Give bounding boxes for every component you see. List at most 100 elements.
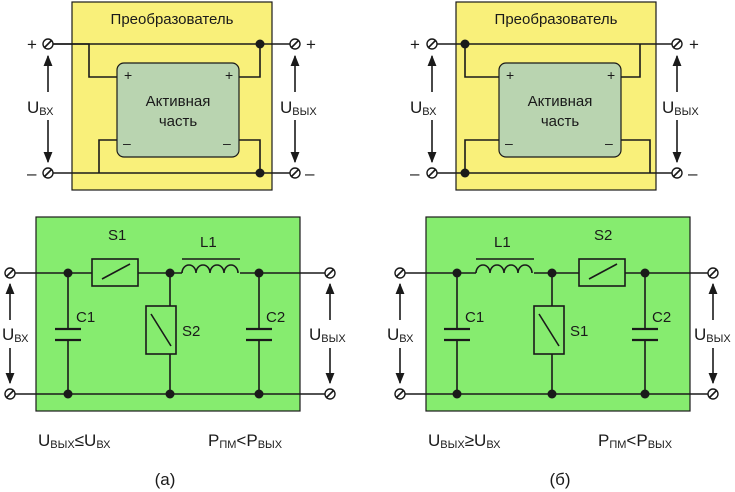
buck-circuit-a: S1 L1 S2 C1 — [0, 216, 363, 412]
active-plus-out: + — [607, 67, 615, 83]
active-minus-out: – — [605, 135, 613, 151]
boost-circuit-b: L1 S2 S1 C1 — [384, 216, 735, 412]
junction-dot — [452, 389, 462, 399]
converter-block-b: Преобразователь Активная часть + + – – +… — [406, 1, 718, 191]
input-capacitor — [444, 327, 470, 342]
junction-dot — [547, 389, 557, 399]
junction-dot — [165, 268, 175, 278]
terminal-in-minus — [42, 167, 54, 179]
voltage-condition: UВЫХ≥UВХ — [428, 431, 501, 451]
shunt-switch — [145, 305, 177, 355]
junction-dot — [452, 268, 462, 278]
power-condition: PПМ<PВЫХ — [208, 431, 283, 451]
output-voltage-label: UВЫХ — [694, 325, 731, 345]
active-part-label-line2: часть — [541, 113, 580, 130]
input-capacitor-label: C1 — [76, 309, 95, 326]
shunt-switch-label: S2 — [182, 323, 200, 340]
power-condition: PПМ<PВЫХ — [598, 431, 673, 451]
active-plus-out: + — [225, 67, 233, 83]
terminal-in-bottom — [4, 388, 16, 400]
wire-bottom-output — [239, 139, 261, 173]
converter-title: Преобразователь — [495, 11, 618, 28]
series-switch — [578, 258, 626, 287]
active-minus-out: – — [223, 135, 231, 151]
wire-bottom-output — [621, 139, 651, 173]
series-switch — [91, 258, 139, 287]
terminal-out-plus — [289, 38, 301, 50]
terminal-out-top — [324, 267, 336, 279]
wire-bottom-input — [98, 139, 117, 173]
active-minus-in: – — [505, 135, 513, 151]
input-plus-sign: + — [410, 35, 420, 54]
terminal-in-top — [394, 267, 406, 279]
active-part-label-line1: Активная — [146, 93, 211, 110]
terminal-in-top — [4, 267, 16, 279]
active-minus-in: – — [123, 135, 131, 151]
inductor-label: L1 — [200, 234, 217, 251]
junction-dot — [165, 389, 175, 399]
panel-label-b: (б) — [549, 470, 570, 489]
wire-top-output — [621, 44, 641, 78]
output-capacitor — [246, 327, 272, 342]
voltage-condition: UВЫХ≤UВХ — [38, 431, 111, 451]
series-switch-label: S1 — [108, 227, 126, 244]
series-switch-label: S2 — [594, 227, 612, 244]
wire-top-output — [239, 44, 261, 78]
output-voltage-label: UВЫХ — [662, 98, 699, 118]
terminal-out-plus — [671, 38, 683, 50]
active-part-box — [498, 62, 622, 158]
output-capacitor — [632, 327, 658, 342]
active-plus-in: + — [124, 67, 132, 83]
input-minus-sign: – — [410, 164, 420, 183]
terminal-in-plus — [42, 38, 54, 50]
circuit-box — [35, 216, 301, 412]
junction-dot — [460, 168, 470, 178]
terminal-out-top — [707, 267, 719, 279]
junction-dot — [254, 268, 264, 278]
converter-block-a: Преобразователь Активная часть + + – – +… — [22, 1, 336, 191]
input-plus-sign: + — [27, 35, 37, 54]
inductor — [181, 258, 240, 274]
active-part-label-line1: Активная — [528, 93, 593, 110]
output-voltage-label: UВЫХ — [280, 98, 317, 118]
panel-b: Преобразователь Активная часть + + – – +… — [384, 1, 735, 489]
input-voltage-label: UВХ — [387, 325, 414, 345]
junction-dot — [255, 168, 265, 178]
inductor-label: L1 — [494, 234, 511, 251]
terminal-out-minus — [671, 167, 683, 179]
output-minus-sign: – — [305, 164, 315, 183]
input-capacitor — [55, 327, 81, 342]
junction-dot — [640, 268, 650, 278]
inductor — [475, 258, 534, 274]
shunt-switch — [533, 305, 565, 355]
terminal-in-minus — [426, 167, 438, 179]
terminal-out-bottom — [707, 388, 719, 400]
output-capacitor-label: C2 — [266, 309, 285, 326]
junction-dot — [255, 39, 265, 49]
circuit-box — [425, 216, 691, 412]
input-voltage-label: UВХ — [27, 98, 54, 118]
terminal-in-plus — [426, 38, 438, 50]
panel-label-a: (а) — [155, 470, 176, 489]
junction-dot — [63, 268, 73, 278]
junction-dot — [547, 268, 557, 278]
active-plus-in: + — [506, 67, 514, 83]
terminal-out-bottom — [324, 388, 336, 400]
junction-dot — [640, 389, 650, 399]
output-minus-sign: – — [688, 164, 698, 183]
input-capacitor-label: C1 — [465, 309, 484, 326]
input-voltage-label: UВХ — [410, 98, 437, 118]
wire-top-input — [464, 44, 499, 78]
wire-bottom-input — [464, 139, 499, 173]
output-voltage-label: UВЫХ — [309, 325, 346, 345]
junction-dot — [63, 389, 73, 399]
output-plus-sign: + — [306, 35, 316, 54]
shunt-switch-label: S1 — [570, 323, 588, 340]
input-voltage-label: UВХ — [2, 325, 29, 345]
terminal-in-bottom — [394, 388, 406, 400]
converter-title: Преобразователь — [111, 11, 234, 28]
input-minus-sign: – — [27, 164, 37, 183]
junction-dot — [460, 39, 470, 49]
